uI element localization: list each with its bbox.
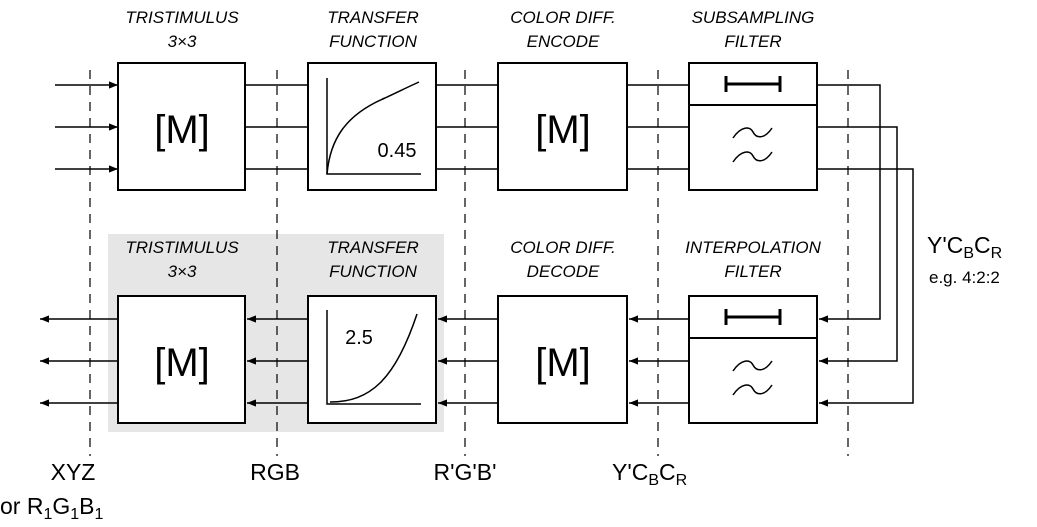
top-tristimulus-title: TRISTIMULUS: [125, 8, 239, 27]
bottom-tristimulus-matrix: [M]: [154, 341, 210, 385]
bottom-transfer-block: TRANSFER FUNCTION 2.5: [307, 238, 437, 424]
bottom-filter-title: INTERPOLATION: [685, 238, 821, 257]
bottom-colordiff-title: COLOR DIFF.: [510, 238, 615, 257]
axis-labels: XYZ or R1G1B1 RGB R'G'B' Y'CBCR: [0, 459, 687, 523]
top-transfer-block: TRANSFER FUNCTION 0.45: [307, 8, 437, 191]
bottom-colordiff-block: COLOR DIFF. DECODE [M]: [497, 238, 628, 424]
bottom-transfer-sub: FUNCTION: [329, 262, 418, 281]
bottom-transfer-value: 2.5: [345, 327, 373, 349]
label-rgb-prime: R'G'B': [433, 459, 496, 485]
side-label-note: e.g. 4:2:2: [929, 268, 1000, 287]
side-label-ycbcr: Y'CBCR: [927, 232, 1002, 262]
top-colordiff-block: COLOR DIFF. ENCODE [M]: [497, 8, 628, 191]
top-transfer-title: TRANSFER: [327, 8, 419, 27]
top-colordiff-title: COLOR DIFF.: [510, 8, 615, 27]
return-wires: [817, 84, 914, 407]
bottom-transfer-curve: [329, 313, 418, 403]
bottom-tristimulus-title: TRISTIMULUS: [125, 238, 239, 257]
bottom-colordiff-sub: DECODE: [527, 262, 600, 281]
bottom-filter-sub: FILTER: [724, 262, 781, 281]
bottom-tristimulus-block: TRISTIMULUS 3×3 [M]: [117, 238, 246, 424]
top-tristimulus-block: TRISTIMULUS 3×3 [M]: [117, 8, 246, 191]
side-label: Y'CBCR e.g. 4:2:2: [927, 232, 1002, 287]
label-rgb: RGB: [250, 459, 300, 485]
bottom-filter-block: INTERPOLATION FILTER: [685, 238, 822, 424]
bottom-transfer-axes: [326, 310, 421, 405]
bottom-row-wires: [40, 315, 689, 407]
top-filter-title: SUBSAMPLING: [692, 8, 815, 27]
top-lowpass-icon: [732, 127, 773, 163]
top-colordiff-matrix: [M]: [535, 108, 591, 152]
bottom-colordiff-matrix: [M]: [535, 341, 591, 385]
label-ycbcr: Y'CBCR: [612, 459, 687, 489]
top-filter-block: SUBSAMPLING FILTER: [688, 8, 818, 191]
top-tristimulus-sub: 3×3: [168, 32, 197, 51]
top-transfer-sub: FUNCTION: [329, 32, 418, 51]
top-tristimulus-matrix: [M]: [154, 108, 210, 152]
top-row-wires: [55, 81, 689, 173]
label-xyz-alt: or R1G1B1: [0, 493, 104, 523]
top-passthrough-icon: [724, 76, 782, 92]
dashed-reference-lines: [89, 70, 849, 456]
bottom-passthrough-icon: [724, 309, 782, 325]
bottom-lowpass-icon: [732, 360, 773, 396]
top-filter-sub: FILTER: [724, 32, 781, 51]
bottom-transfer-title: TRANSFER: [327, 238, 419, 257]
label-xyz: XYZ: [51, 459, 96, 485]
top-colordiff-sub: ENCODE: [527, 32, 600, 51]
top-transfer-curve: [326, 81, 420, 175]
top-transfer-value: 0.45: [378, 140, 417, 162]
bottom-tristimulus-sub: 3×3: [168, 262, 197, 281]
